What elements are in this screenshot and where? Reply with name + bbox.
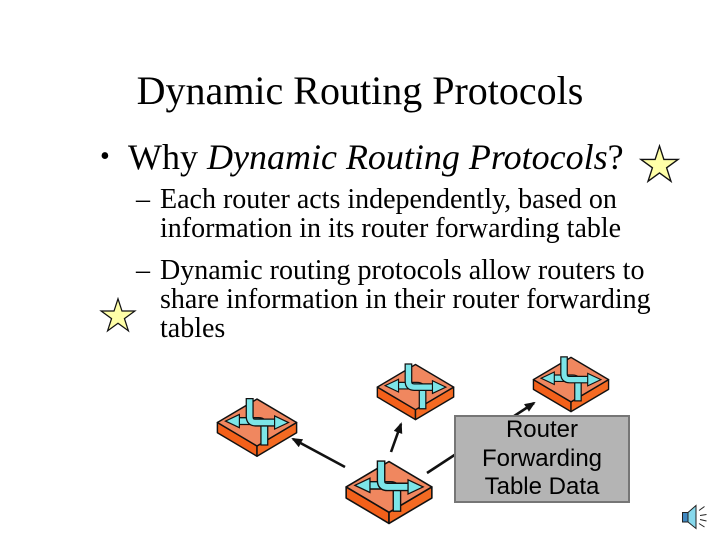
- sub-bullet-1-dash: –: [136, 184, 150, 215]
- star-icon-upper-right: [637, 144, 682, 187]
- bullet-text-prefix: Why: [128, 137, 207, 177]
- router-forwarding-table-data-label: Router Forwarding Table Data: [454, 415, 630, 503]
- router-icon-left: [213, 390, 301, 458]
- bullet-marker: •: [100, 141, 110, 172]
- router-icon-bottom-center: [341, 452, 437, 525]
- bullet-text-emphasis: Dynamic Routing Protocols: [206, 137, 608, 177]
- bullet-text: Why Dynamic Routing Protocols?: [128, 136, 624, 178]
- router-icon-top-right: [529, 349, 613, 413]
- star-icon-middle-left: [98, 297, 138, 336]
- router-icon-top-middle: [373, 356, 458, 421]
- sub-bullet-1-text: Each router acts independently, based on…: [160, 184, 622, 244]
- speaker-icon[interactable]: [679, 502, 713, 532]
- arrow-bottom-to-middle: [389, 422, 403, 453]
- slide-title: Dynamic Routing Protocols: [136, 68, 584, 113]
- sub-bullet-1: – Each router acts independently, based …: [136, 185, 690, 243]
- bullet-text-suffix: ?: [607, 137, 624, 177]
- sub-bullet-2-dash: –: [136, 255, 150, 286]
- bullet-why: • Why Dynamic Routing Protocols?: [100, 136, 680, 178]
- sub-bullet-2-text: Dynamic routing protocols allow routers …: [160, 255, 651, 344]
- sub-bullet-2: – Dynamic routing protocols allow router…: [136, 256, 690, 343]
